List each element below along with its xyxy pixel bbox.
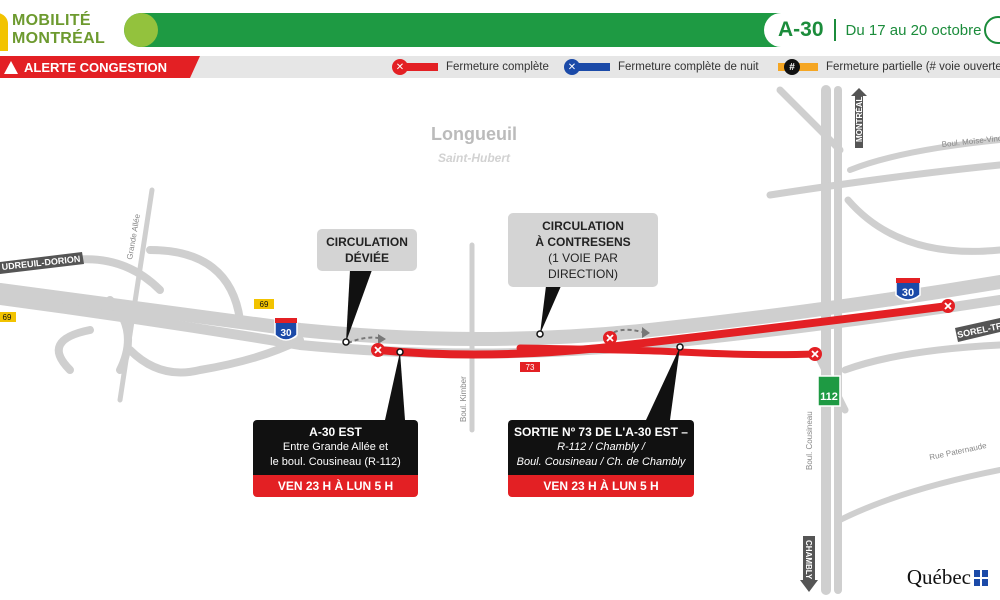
closure-x-icon [808, 347, 822, 361]
banner-ring-icon [984, 16, 1000, 44]
legend-full-label: Fermeture complète [446, 61, 549, 73]
label-boul-cousineau: Boul. Cousineau [805, 411, 814, 470]
svg-text:UDREUIL-DORION: UDREUIL-DORION [1, 254, 81, 272]
quebec-flag-icon [974, 569, 988, 586]
closure-x-icon [941, 299, 955, 313]
direction-montreal: MONTRÉAL [851, 88, 867, 148]
city-label: Longueuil [431, 124, 517, 144]
label-boul-kimber: Boul. Kimber [459, 376, 468, 422]
a30-est-time: VEN 23 H À LUN 5 H [253, 475, 418, 497]
dates-label: Du 17 au 20 octobre [845, 21, 982, 39]
sortie-73-time: VEN 23 H À LUN 5 H [508, 475, 694, 497]
legend-partial-closure: # Fermeture partielle (# voie ouverte) [772, 56, 1000, 78]
pointer-dot-4 [676, 343, 684, 351]
direction-sorel: SOREL-TRA [955, 318, 1000, 342]
a30-est-closure [374, 302, 952, 359]
a30-shield-right-text: 30 [902, 287, 914, 299]
direction-vaudreuil: UDREUIL-DORION [0, 252, 84, 274]
ramp-right-mid [844, 196, 1000, 255]
legend-full-closure: ✕ Fermeture complète [392, 56, 549, 78]
logo-line1: MOBILITÉ [12, 12, 91, 29]
label-paternaude: Rue Paternaude [929, 441, 988, 462]
sortie-73-title: SORTIE Nº 73 DE L'A-30 EST – [514, 425, 688, 439]
exit73-tag: 73 [520, 362, 540, 372]
pointer-dot-3 [396, 348, 404, 356]
pointer-a30 [385, 352, 405, 420]
interchange-ramp-3 [54, 326, 94, 374]
rue-paternaude-road [837, 467, 1000, 523]
logo-line2: MONTRÉAL [12, 30, 106, 47]
banner-dot-icon [124, 13, 158, 47]
callout-sortie-73: SORTIE Nº 73 DE L'A-30 EST – R-112 / Cha… [508, 420, 694, 497]
interchange-ramp-4 [126, 336, 304, 377]
callout-a30-est: A-30 EST Entre Grande Allée et le boul. … [253, 420, 418, 497]
legend-partial-label: Fermeture partielle (# voie ouverte) [826, 61, 1000, 73]
title-banner: A-30 Du 17 au 20 octobre [124, 13, 1000, 47]
closure-x-icon [371, 343, 385, 357]
svg-text:73: 73 [526, 363, 535, 372]
pointer-sortie [646, 347, 680, 420]
quebec-wordmark: Québec [906, 565, 971, 589]
a30-shield-left-text: 30 [280, 328, 292, 339]
borough-label: Saint-Hubert [438, 151, 511, 165]
svg-text:MONTRÉAL: MONTRÉAL [855, 97, 864, 142]
legend-night-closure: ✕ Fermeture complète de nuit [564, 56, 759, 78]
callout-circulation-deviee: CIRCULATION DÉVIÉE [317, 229, 417, 271]
banner-separator [833, 19, 836, 41]
night-closure-x-icon: ✕ [564, 59, 580, 75]
partial-closure-hash-icon: # [784, 59, 800, 75]
banner-info: A-30 Du 17 au 20 octobre [764, 13, 1000, 47]
svg-text:69: 69 [260, 300, 269, 309]
a30-westbound [0, 275, 1000, 346]
r112-shield-icon: 112 [817, 375, 841, 407]
detour-arrowhead-2 [642, 327, 650, 338]
exit69-tag-b: 69 [0, 312, 16, 322]
moise-vincent-road [847, 137, 1000, 173]
interchange-ramp-1 [146, 246, 244, 324]
exit73-closure [516, 344, 819, 359]
r112-shield-text: 112 [820, 391, 838, 403]
svg-text:69: 69 [3, 313, 12, 322]
closure-x-icon [603, 331, 617, 345]
logo-mark-icon [0, 13, 8, 51]
highway-label: A-30 [778, 18, 824, 41]
a30-shield-icon: 30 [274, 317, 298, 341]
legend-bar: ALERTE CONGESTION ✕ Fermeture complète ✕… [0, 56, 1000, 78]
label-grande-allee: Grande Allée [125, 213, 142, 261]
alert-congestion-badge: ALERTE CONGESTION [0, 56, 200, 78]
pointer-deviee [346, 270, 372, 342]
ramp-right-lower [841, 341, 1000, 374]
quebec-logo: Québec [907, 565, 988, 590]
closure-x-icon: ✕ [392, 59, 408, 75]
label-moise-vincent: Boul. Moïse-Vinc [941, 134, 1000, 149]
alert-label: ALERTE CONGESTION [24, 59, 168, 75]
svg-text:CHAMBLY: CHAMBLY [804, 540, 813, 580]
pointer-dot-2 [536, 330, 544, 338]
legend-night-label: Fermeture complète de nuit [618, 61, 759, 73]
warning-triangle-icon [4, 61, 18, 74]
detour-arrowhead-1 [378, 334, 386, 344]
a30-shield-icon: 30 [895, 277, 921, 301]
direction-chambly: CHAMBLY [800, 536, 818, 592]
mobilite-montreal-logo: MOBILITÉ MONTRÉAL [0, 8, 130, 52]
ramp-montreal [776, 86, 844, 154]
exit69-tag-a: 69 [254, 299, 274, 309]
callout-circulation-contresens: CIRCULATION À CONTRESENS (1 VOIE PAR DIR… [508, 213, 658, 287]
ramp-right-upper [766, 161, 1000, 199]
pointer-dot-1 [342, 338, 350, 346]
road-map: 30 30 112 69 69 73 UDREUIL-DORION SOREL-… [0, 85, 1000, 595]
a30-est-title: A-30 EST [309, 425, 362, 439]
